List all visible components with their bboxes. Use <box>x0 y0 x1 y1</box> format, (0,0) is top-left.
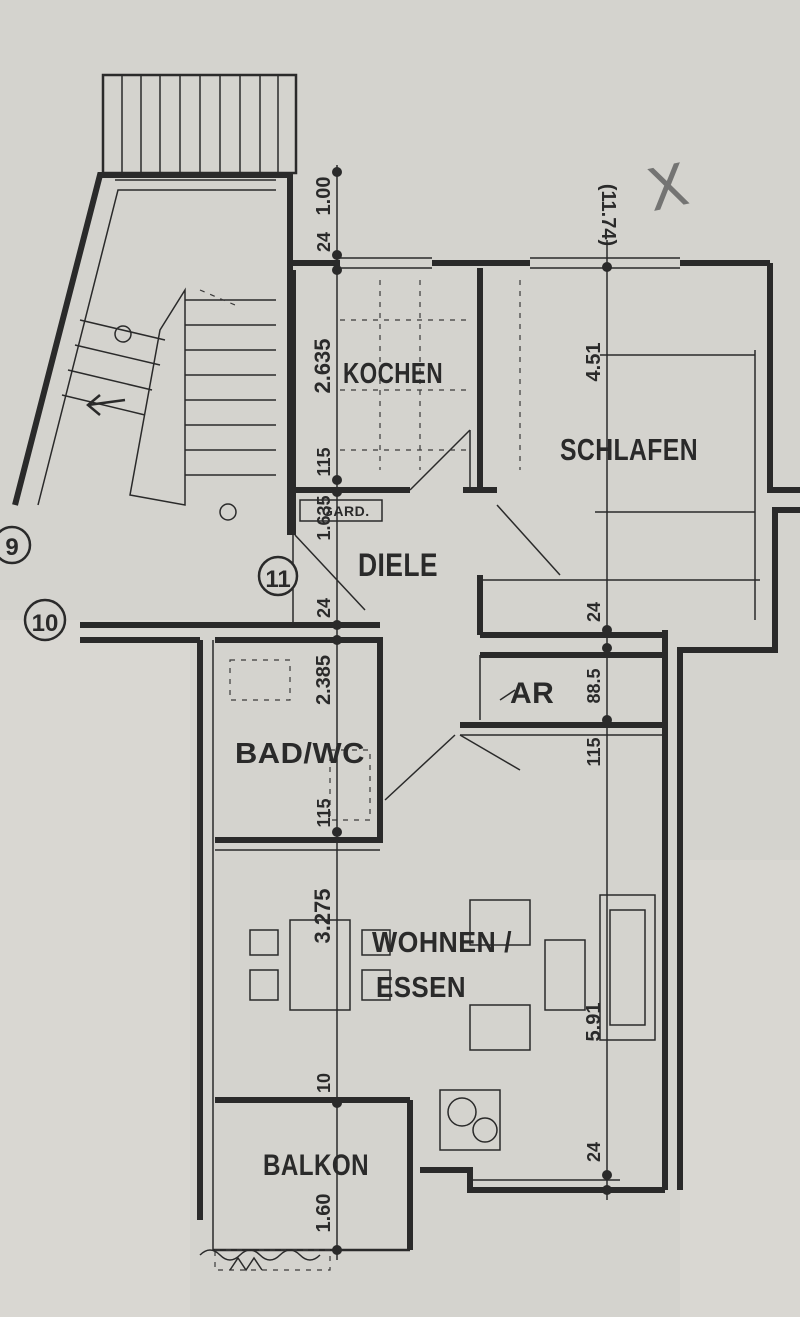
dim-2-635: 2.635 <box>310 338 335 393</box>
unit-marker-9-label: 9 <box>5 534 18 561</box>
walls <box>80 257 800 1252</box>
unit-marker-11: 11 <box>257 555 299 597</box>
dim-2-385: 2.385 <box>313 655 335 705</box>
dimension-lines <box>332 165 612 1260</box>
dim-115-a: 115 <box>314 447 334 476</box>
dim-10: 10 <box>314 1073 334 1093</box>
dim-115-c: 115 <box>584 737 604 766</box>
dim-88-5: 88.5 <box>584 668 604 703</box>
paper-smudge-right <box>680 860 800 1317</box>
plant-scribble <box>199 1249 321 1272</box>
dim-24-diele: 24 <box>314 598 334 618</box>
room-label-bedroom: SCHLAFEN <box>560 432 698 467</box>
dim-3-275: 3.275 <box>310 888 335 943</box>
dim-24-schlafen: 24 <box>584 602 604 622</box>
room-label-kitchen: KOCHEN <box>343 358 443 390</box>
dim-115-b: 115 <box>314 798 334 827</box>
room-label-living-line1: WOHNEN / <box>372 927 512 959</box>
room-label-storage: AR <box>510 677 554 710</box>
dim-24-bottom: 24 <box>584 1142 604 1162</box>
unit-marker-10-label: 10 <box>32 610 59 637</box>
furniture <box>214 280 756 1271</box>
room-label-hall: DIELE <box>358 547 438 583</box>
room-label-wardrobe: GARD. <box>322 503 370 519</box>
unit-marker-11-label: 11 <box>265 566 290 593</box>
dim-1-635: 1.635 <box>314 495 334 540</box>
room-label-bath: BAD/WC <box>235 738 365 770</box>
dim-24-top: 24 <box>314 232 334 252</box>
room-label-balcony: BALKON <box>263 1149 369 1182</box>
dim-1-00: 1.00 <box>313 177 335 216</box>
wardrobe-box <box>299 499 383 522</box>
dim-1-60: 1.60 <box>313 1194 335 1233</box>
dim-5-91: 5.91 <box>583 1003 605 1042</box>
dim-11-74: (11.74) <box>597 184 619 246</box>
unit-marker-9: 9 <box>0 525 32 565</box>
room-label-living-line2: ESSEN <box>376 972 466 1004</box>
unit-marker-10: 10 <box>23 598 67 642</box>
paper-smudge-left <box>0 620 190 1317</box>
dim-4-51: 4.51 <box>583 343 605 382</box>
door-swings <box>294 429 561 801</box>
